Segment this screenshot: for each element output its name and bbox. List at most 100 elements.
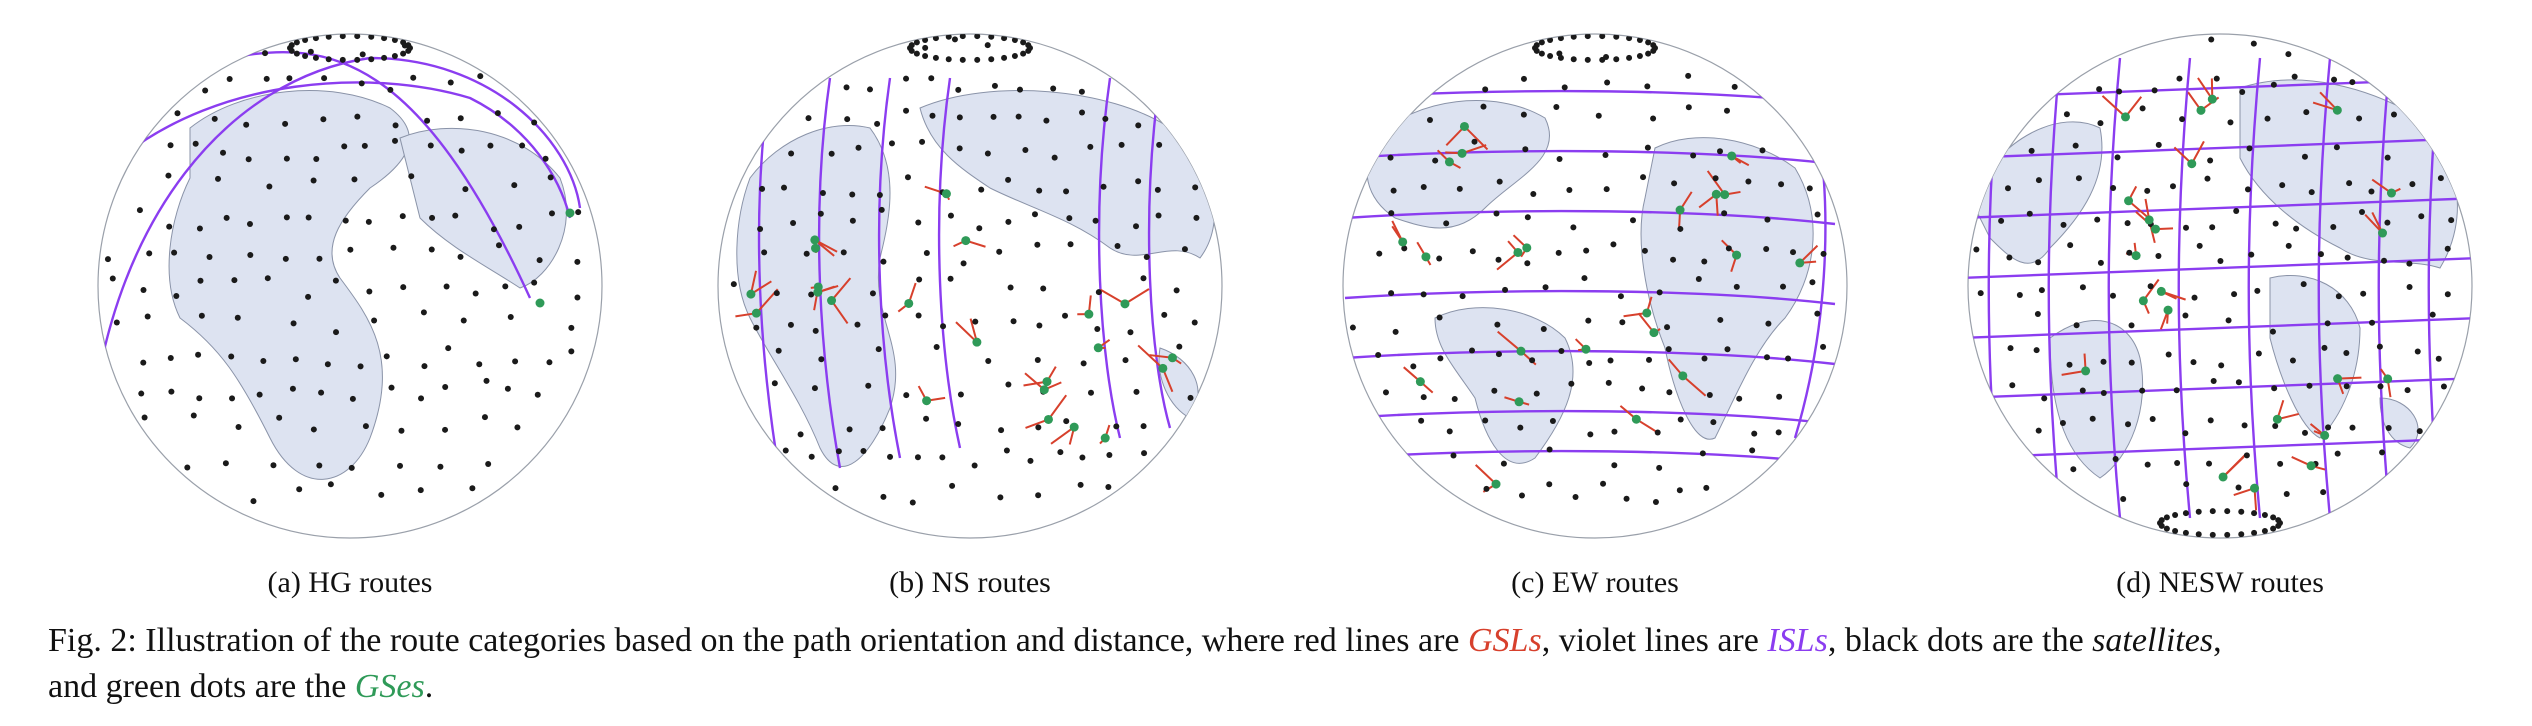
satellite-dot (1007, 284, 1014, 291)
satellite-dot (788, 150, 795, 157)
satellite-dot (1001, 35, 1008, 42)
satellite-dot (878, 206, 885, 213)
satellite-dot (2089, 415, 2096, 422)
land-mass (2049, 320, 2144, 479)
satellite-dot (2225, 317, 2232, 324)
satellite-dot (2204, 175, 2211, 182)
satellite-dot (1599, 56, 1606, 63)
satellite-dot (1626, 35, 1633, 42)
satellite-dot (1050, 85, 1057, 92)
satellite-dot (428, 246, 435, 253)
satellite-dot (990, 113, 997, 120)
satellite-dot (947, 275, 954, 282)
satellite-dot (1005, 176, 1012, 183)
satellite-dot (575, 209, 582, 216)
satellite-dot (875, 346, 882, 353)
satellite-dot (270, 462, 277, 469)
satellite-dot (1676, 487, 1683, 494)
satellite-dot (843, 84, 850, 91)
satellite-dot (1520, 111, 1527, 118)
satellite-dot (1790, 249, 1797, 256)
satellite-dot (759, 185, 766, 192)
isl-link (2177, 57, 2192, 519)
globe-content (98, 34, 582, 505)
satellite-dot (477, 73, 484, 80)
satellite-dot (1765, 320, 1772, 327)
ground-station-dot (813, 282, 823, 292)
satellite-dot (2404, 387, 2411, 394)
satellite-dot (1654, 429, 1661, 436)
satellite-dot (211, 115, 218, 122)
satellite-dot (2330, 224, 2337, 231)
satellite-dot (1599, 34, 1606, 40)
satellite-dot (2331, 76, 2338, 83)
satellite-dot (1998, 217, 2005, 224)
satellite-dot (817, 210, 824, 217)
satellite-dot (959, 56, 966, 63)
satellite-dot (771, 380, 778, 387)
satellite-dot (534, 391, 541, 398)
satellite-dot (2285, 242, 2292, 249)
satellite-dot (1613, 56, 1620, 63)
satellite-dot (2409, 181, 2416, 188)
subcaption-d: (d) NESW routes (2116, 566, 2324, 599)
satellite-dot (368, 56, 375, 63)
satellite-dot (368, 34, 375, 40)
satellite-dot (1677, 225, 1684, 232)
satellite-dot (960, 260, 967, 267)
isl-link (937, 77, 962, 449)
caption-gses: GSes (354, 668, 425, 705)
satellite-dot (215, 175, 222, 182)
satellite-dot (1721, 210, 1728, 217)
satellite-dot (397, 462, 404, 469)
satellite-dot (429, 214, 436, 221)
satellite-dot (262, 50, 269, 57)
land-mass (168, 90, 410, 480)
satellite-dot (1426, 117, 1433, 124)
satellite-dot (1015, 113, 1022, 120)
satellite-dot (1100, 183, 1107, 190)
isl-link (1344, 209, 1836, 226)
satellite-dot (321, 75, 328, 82)
satellite-dot (282, 255, 289, 262)
satellite-dot (1001, 54, 1008, 61)
satellite-dot (283, 155, 290, 162)
satellite-dot (923, 415, 930, 422)
satellite-dot (1135, 122, 1142, 129)
satellite-dot (1731, 83, 1738, 90)
satellite-dot (514, 424, 521, 431)
ground-station-dot (2272, 414, 2282, 424)
satellite-dot (761, 249, 768, 256)
ground-station-dot (810, 235, 820, 245)
satellite-dot (2343, 349, 2350, 356)
satellite-dot (2163, 525, 2170, 532)
satellite-dot (536, 257, 543, 264)
satellite-dot (2272, 220, 2279, 227)
ground-station-dot (565, 208, 575, 218)
satellite-dot (2182, 312, 2189, 319)
satellite-dot (923, 249, 930, 256)
satellite-dot (472, 290, 479, 297)
satellite-dot (342, 217, 349, 224)
satellite-dot (1583, 247, 1590, 254)
satellite-dot (1034, 356, 1041, 363)
satellite-dot (1652, 498, 1659, 505)
satellite-dot (2250, 40, 2257, 47)
satellite-dot (781, 184, 788, 191)
satellite-dot (476, 361, 483, 368)
isl-link (119, 81, 572, 219)
satellite-dot (371, 317, 378, 324)
satellite-dot (202, 87, 209, 94)
satellite-dot (288, 42, 295, 49)
satellite-dot (400, 284, 407, 291)
satellite-dot (2120, 496, 2127, 503)
satellite-dot (1710, 419, 1717, 426)
satellite-dot (341, 143, 348, 150)
satellite-dot (1035, 492, 1042, 499)
satellite-dot (531, 279, 538, 286)
satellite-dot (1025, 42, 1032, 49)
satellite-dot (1140, 275, 1147, 282)
ground-station-dot (961, 236, 971, 246)
satellite-dot (2079, 387, 2086, 394)
satellite-dot (2079, 284, 2086, 291)
